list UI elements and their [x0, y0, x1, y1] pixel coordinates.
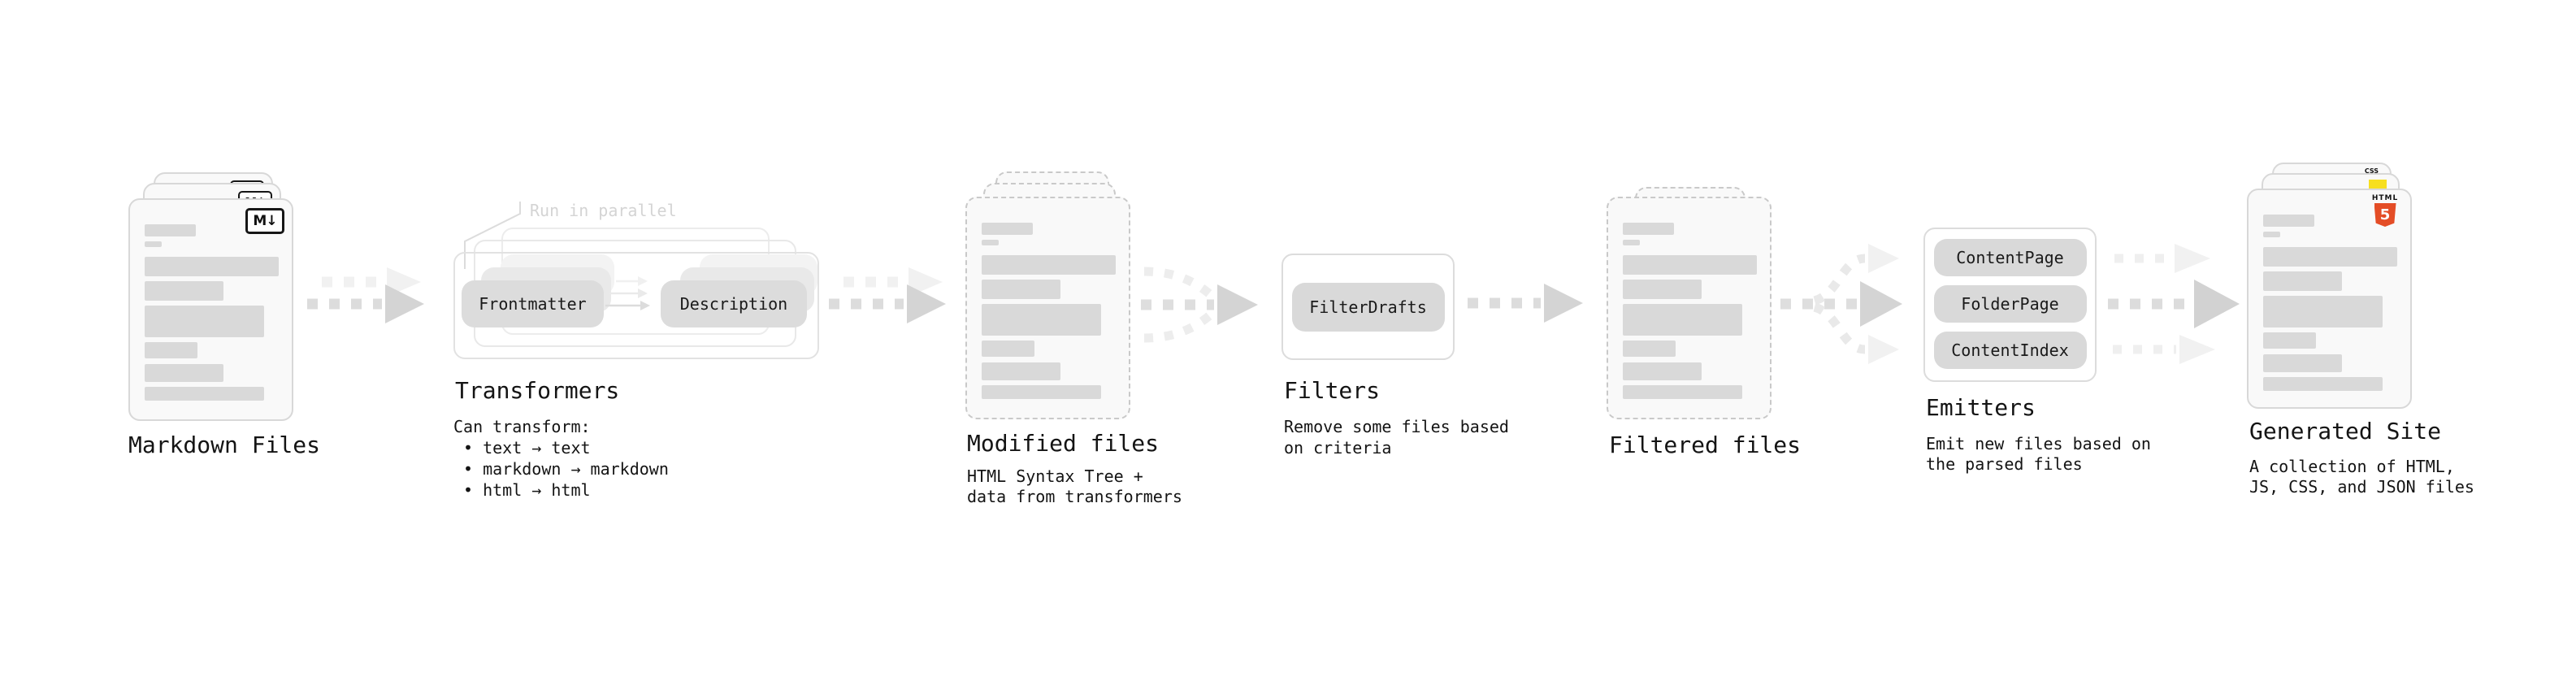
- markdown-file-card: M↓: [128, 198, 293, 421]
- filters-caption: Remove some files based on criteria: [1284, 416, 1509, 458]
- transformers-label: Transformers: [455, 377, 620, 404]
- emitters-caption: Emit new files based on the parsed files: [1926, 434, 2151, 475]
- flow-arrow-icon: [829, 267, 946, 323]
- text-placeholder-bar: [982, 340, 1034, 357]
- text-placeholder-bar: [2263, 271, 2342, 291]
- text-placeholder-bar: [2263, 215, 2314, 227]
- text-placeholder-bar: [2263, 296, 2383, 327]
- flow-arrow-split-icon: [1780, 244, 1902, 364]
- flow-arrow-triple-icon: [2108, 244, 2240, 364]
- filterdrafts-pill: FilterDrafts: [1291, 282, 1445, 332]
- flow-arrow-merge-icon: [1141, 267, 1258, 343]
- markdown-icon: M↓: [245, 208, 284, 234]
- transformer-box: [453, 252, 819, 359]
- caption-line: Emit new files based on: [1926, 434, 2151, 453]
- html5-icon: HTML 5: [2366, 194, 2404, 227]
- frontmatter-pill: Frontmatter: [462, 280, 604, 327]
- text-placeholder-bar: [145, 306, 264, 337]
- markdown-files-stack: M↓ M↓ M↓: [128, 172, 293, 421]
- text-placeholder-bar: [145, 224, 196, 236]
- transformers-caption: Can transform: • text → text • markdown …: [453, 416, 669, 501]
- html5-icon-label: HTML: [2371, 194, 2399, 202]
- javascript-icon: [2369, 180, 2387, 190]
- caption-line: HTML Syntax Tree +: [967, 466, 1143, 486]
- text-placeholder-bar: [1623, 362, 1702, 380]
- emitters-panel: ContentPage FolderPage ContentIndex: [1923, 228, 2097, 382]
- text-placeholder-bar: [982, 223, 1033, 235]
- filters-label: Filters: [1284, 377, 1381, 404]
- text-placeholder-bar: [982, 304, 1101, 336]
- text-placeholder-bar: [1623, 280, 1702, 299]
- modified-files-caption: HTML Syntax Tree + data from transformer…: [967, 466, 1182, 507]
- generated-site-label: Generated Site: [2249, 418, 2442, 445]
- mini-arrow-icon: [616, 276, 648, 286]
- css-icon-label: CSS: [2364, 167, 2379, 175]
- mini-arrow-icon: [609, 288, 648, 298]
- text-placeholder-bar: [145, 387, 264, 401]
- text-placeholder-bar: [1623, 385, 1742, 399]
- caption-line: Remove some files based: [1284, 417, 1509, 436]
- text-placeholder-bar: [1623, 255, 1757, 275]
- filters-panel: FilterDrafts: [1281, 254, 1455, 360]
- text-placeholder-bar: [145, 281, 223, 301]
- run-in-parallel-note: Run in parallel: [530, 201, 677, 220]
- flow-arrow-icon: [307, 267, 424, 323]
- text-placeholder-bar: [2263, 377, 2383, 391]
- text-placeholder-bar: [145, 241, 162, 247]
- contentindex-pill: ContentIndex: [1933, 332, 2087, 369]
- text-placeholder-bar: [145, 257, 279, 276]
- caption-line: JS, CSS, and JSON files: [2249, 477, 2474, 497]
- caption-bullet: • markdown → markdown: [463, 459, 669, 479]
- caption-bullet: • text → text: [463, 438, 591, 458]
- caption-line: the parsed files: [1926, 454, 2083, 474]
- generated-site-stack: CSS HTML 5: [2247, 163, 2412, 409]
- text-placeholder-bar: [145, 342, 197, 358]
- text-placeholder-bar: [982, 255, 1116, 275]
- caption-line: on criteria: [1284, 438, 1392, 458]
- caption-bullet: • html → html: [463, 480, 591, 500]
- text-placeholder-bar: [1623, 340, 1676, 357]
- folderpage-pill: FolderPage: [1933, 285, 2087, 323]
- text-placeholder-bar: [145, 364, 223, 382]
- text-placeholder-bar: [2263, 232, 2280, 237]
- text-placeholder-bar: [1623, 223, 1674, 235]
- text-placeholder-bar: [2263, 247, 2397, 267]
- text-placeholder-bar: [982, 280, 1060, 299]
- description-pill: Description: [661, 280, 807, 327]
- emitters-label: Emitters: [1926, 394, 2036, 421]
- html-file-card: HTML 5: [2247, 189, 2412, 409]
- css-icon: CSS: [2365, 168, 2379, 175]
- caption-line: A collection of HTML,: [2249, 457, 2455, 476]
- filtered-files-label: Filtered files: [1609, 432, 1802, 458]
- contentpage-pill: ContentPage: [1933, 239, 2087, 276]
- markdown-files-label: Markdown Files: [128, 432, 321, 458]
- filtered-file-card: [1607, 197, 1772, 419]
- flow-arrow-icon: [1468, 284, 1583, 323]
- text-placeholder-bar: [1623, 240, 1640, 245]
- filtered-files-stack: [1607, 187, 1772, 419]
- modified-files-label: Modified files: [967, 430, 1160, 457]
- generated-site-caption: A collection of HTML, JS, CSS, and JSON …: [2249, 457, 2474, 497]
- text-placeholder-bar: [2263, 332, 2316, 349]
- callout-line: [464, 202, 521, 269]
- html5-icon-shield: 5: [2374, 203, 2396, 227]
- modified-files-stack: [965, 171, 1130, 419]
- text-placeholder-bar: [982, 362, 1060, 380]
- text-placeholder-bar: [982, 240, 999, 245]
- text-placeholder-bar: [982, 385, 1101, 399]
- caption-line: data from transformers: [967, 487, 1182, 506]
- text-placeholder-bar: [2263, 354, 2342, 372]
- text-placeholder-bar: [1623, 304, 1742, 336]
- modified-file-card: [965, 197, 1130, 419]
- mini-arrow-icon: [605, 301, 650, 310]
- caption-heading: Can transform:: [453, 417, 591, 436]
